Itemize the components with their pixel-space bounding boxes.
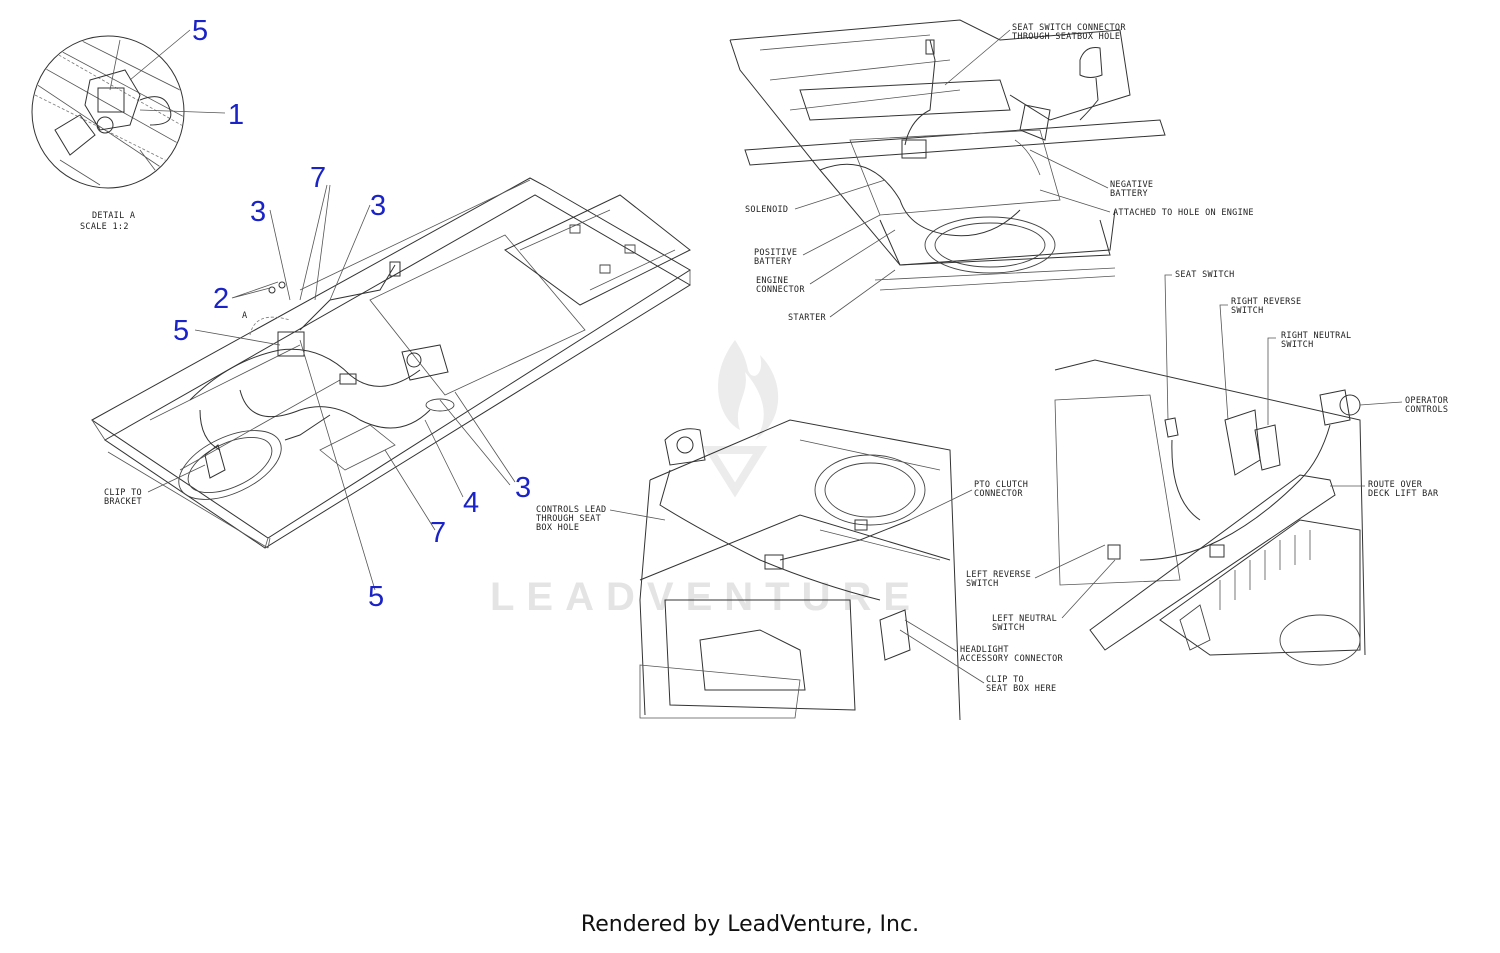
engine-area-labels: SEAT SWITCH CONNECTOR THROUGH SEATBOX HO… <box>745 23 1254 323</box>
svg-text:SWITCH: SWITCH <box>1281 340 1314 350</box>
callout-1: 1 <box>228 99 244 131</box>
callout-5-detail: 5 <box>192 15 208 47</box>
label-controls-lead: CONTROLS LEAD <box>536 505 606 515</box>
label-pto-clutch: PTO CLUTCH <box>974 480 1028 490</box>
callout-7-bottom: 7 <box>430 517 446 549</box>
label-route-over: ROUTE OVER <box>1368 480 1423 490</box>
label-right-reverse: RIGHT REVERSE <box>1231 297 1301 307</box>
svg-text:THROUGH SEATBOX HOLE: THROUGH SEATBOX HOLE <box>1012 32 1120 42</box>
callout-3-right: 3 <box>515 472 531 504</box>
detail-a-view: DETAIL A SCALE 1:2 <box>31 35 185 232</box>
label-seat-switch-connector: SEAT SWITCH CONNECTOR <box>1012 23 1126 33</box>
callout-5-mid: 5 <box>173 315 189 347</box>
svg-text:ACCESSORY CONNECTOR: ACCESSORY CONNECTOR <box>960 654 1064 664</box>
callout-5-bottom: 5 <box>368 581 384 613</box>
svg-text:BRACKET: BRACKET <box>104 497 142 507</box>
label-headlight: HEADLIGHT <box>960 645 1009 655</box>
label-solenoid: SOLENOID <box>745 205 788 215</box>
label-engine-connector: ENGINE <box>756 276 789 286</box>
callout-3-left: 3 <box>250 196 266 228</box>
svg-text:BATTERY: BATTERY <box>754 257 792 267</box>
callout-3-top: 3 <box>370 190 386 222</box>
svg-text:SEAT BOX HERE: SEAT BOX HERE <box>986 684 1056 694</box>
label-right-neutral: RIGHT NEUTRAL <box>1281 331 1351 341</box>
svg-text:BOX HOLE: BOX HOLE <box>536 523 579 533</box>
engine-area-view <box>729 19 1166 291</box>
svg-text:CLIP TO: CLIP TO <box>104 488 142 498</box>
detail-scale: SCALE 1:2 <box>80 222 129 232</box>
callout-7-top: 7 <box>310 162 326 194</box>
svg-text:SWITCH: SWITCH <box>966 579 999 589</box>
svg-text:SWITCH: SWITCH <box>1231 306 1264 316</box>
svg-text:CONTROLS: CONTROLS <box>1405 405 1448 415</box>
label-clip-to-bracket: CLIP TO BRACKET <box>104 464 206 507</box>
label-operator-controls: OPERATOR <box>1405 396 1449 406</box>
detail-title: DETAIL A <box>92 211 135 221</box>
label-clip-seat-box: CLIP TO <box>986 675 1024 685</box>
callout-4: 4 <box>463 487 479 519</box>
label-positive-battery: POSITIVE <box>754 248 797 258</box>
label-attached-hole: ATTACHED TO HOLE ON ENGINE <box>1113 208 1254 218</box>
label-left-reverse: LEFT REVERSE <box>966 570 1031 580</box>
svg-text:SWITCH: SWITCH <box>992 623 1025 633</box>
operator-controls-labels: SEAT SWITCH RIGHT REVERSE SWITCH RIGHT N… <box>966 270 1449 633</box>
callout-2: 2 <box>213 283 229 315</box>
footer-credit: Rendered by LeadVenture, Inc. <box>580 912 920 937</box>
label-seat-switch: SEAT SWITCH <box>1175 270 1235 280</box>
callouts: 5 1 7 3 3 2 5 3 4 7 5 <box>129 15 531 613</box>
operator-controls-view <box>1054 359 1366 666</box>
watermark: LEADVENTURE <box>490 340 922 619</box>
label-starter: STARTER <box>788 313 827 323</box>
svg-text:CONNECTOR: CONNECTOR <box>756 285 805 295</box>
main-frame-view: A <box>91 177 691 549</box>
svg-text:THROUGH SEAT: THROUGH SEAT <box>536 514 601 524</box>
svg-text:CONNECTOR: CONNECTOR <box>974 489 1023 499</box>
svg-text:DECK LIFT BAR: DECK LIFT BAR <box>1368 489 1439 499</box>
label-negative-battery: NEGATIVE <box>1110 180 1153 190</box>
label-left-neutral: LEFT NEUTRAL <box>992 614 1057 624</box>
detail-marker: A <box>242 311 247 321</box>
seat-box-view <box>639 419 961 721</box>
svg-text:BATTERY: BATTERY <box>1110 189 1148 199</box>
watermark-text: LEADVENTURE <box>490 575 922 619</box>
seat-box-labels: CONTROLS LEAD THROUGH SEAT BOX HOLE PTO … <box>536 480 1064 694</box>
